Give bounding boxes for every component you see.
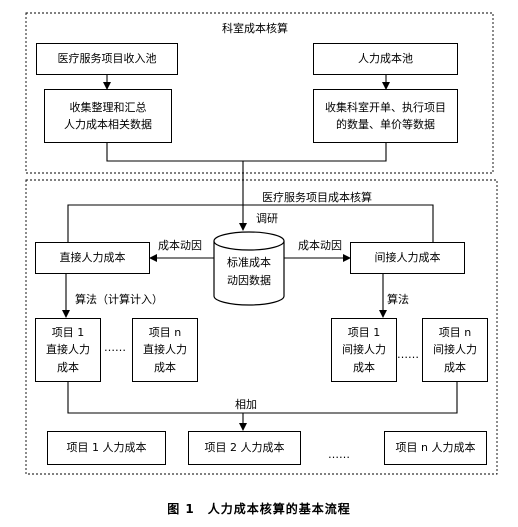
project-1-direct-line-2: 直接人力 xyxy=(46,343,90,357)
project-n-direct-line-3: 成本 xyxy=(154,360,176,374)
survey-label: 调研 xyxy=(256,212,278,225)
project-n-labor-cost-box: 项目 n 人力成本 xyxy=(384,431,487,465)
labor-pool-box: 人力成本池 xyxy=(313,43,458,75)
sum-bracket xyxy=(67,382,458,414)
indirect-cost-label: 间接人力成本 xyxy=(374,251,441,265)
project-n-direct-line-1: 项目 n xyxy=(148,326,182,340)
project-1-indirect-line-1: 项目 1 xyxy=(347,326,381,340)
dots-right: …… xyxy=(397,348,419,361)
project-section-frame xyxy=(25,179,498,475)
project-2-labor-cost-box: 项目 2 人力成本 xyxy=(188,431,301,465)
direct-cost-box: 直接人力成本 xyxy=(35,242,150,274)
project-1-indirect-cost-box: 项目 1 间接人力 成本 xyxy=(331,318,397,382)
project-n-direct-line-2: 直接人力 xyxy=(143,343,187,357)
project-1-direct-line-3: 成本 xyxy=(57,360,79,374)
algorithm-right-label: 算法 xyxy=(387,293,409,306)
revenue-pool-box: 医疗服务项目收入池 xyxy=(36,43,178,75)
project-n-indirect-line-3: 成本 xyxy=(444,360,466,374)
indirect-cost-box: 间接人力成本 xyxy=(350,242,465,274)
collect-left-line-2: 人力成本相关数据 xyxy=(64,118,152,131)
project-1-indirect-line-2: 间接人力 xyxy=(342,343,386,357)
labor-pool-label: 人力成本池 xyxy=(358,52,413,66)
collect-right-line-1: 收集科室开单、执行项目 xyxy=(325,100,446,114)
dept-section-frame xyxy=(25,12,494,174)
database-label: 标准成本 动因数据 xyxy=(214,252,284,292)
project-n-labor-cost-label: 项目 n 人力成本 xyxy=(395,441,476,455)
collect-labor-data-box: 收集整理和汇总 人力成本相关数据 xyxy=(44,89,172,143)
project-top-bracket xyxy=(67,204,434,242)
project-n-direct-cost-box: 项目 n 直接人力 成本 xyxy=(132,318,198,382)
collect-left-line-1: 收集整理和汇总 xyxy=(69,100,147,114)
database-line-2: 动因数据 xyxy=(227,274,271,287)
direct-cost-label: 直接人力成本 xyxy=(59,251,126,265)
collect-right-line-2: 的数量、单价等数据 xyxy=(336,118,435,131)
cost-driver-right-label: 成本动因 xyxy=(298,239,342,252)
dept-section-title: 科室成本核算 xyxy=(222,22,288,36)
merge-line-dept xyxy=(106,143,387,162)
project-1-labor-cost-label: 项目 1 人力成本 xyxy=(66,441,147,455)
dots-bottom: …… xyxy=(328,448,350,461)
project-section-title: 医疗服务项目成本核算 xyxy=(259,191,375,205)
database-line-1: 标准成本 xyxy=(227,256,271,270)
algorithm-left-label: 算法（计算计入） xyxy=(75,293,163,306)
project-1-direct-cost-box: 项目 1 直接人力 成本 xyxy=(35,318,101,382)
project-1-direct-line-1: 项目 1 xyxy=(51,326,85,340)
project-n-indirect-cost-box: 项目 n 间接人力 成本 xyxy=(422,318,488,382)
dots-left: …… xyxy=(104,341,126,354)
sum-label: 相加 xyxy=(235,398,257,411)
project-1-indirect-line-3: 成本 xyxy=(353,360,375,374)
collect-order-data-box: 收集科室开单、执行项目 的数量、单价等数据 xyxy=(313,89,458,143)
figure-caption: 图 1 人力成本核算的基本流程 xyxy=(167,502,351,516)
project-n-indirect-line-1: 项目 n xyxy=(438,326,472,340)
revenue-pool-label: 医疗服务项目收入池 xyxy=(57,52,157,66)
cost-driver-left-label: 成本动因 xyxy=(158,239,202,252)
project-2-labor-cost-label: 项目 2 人力成本 xyxy=(204,441,285,455)
project-n-indirect-line-2: 间接人力 xyxy=(433,343,477,357)
project-1-labor-cost-box: 项目 1 人力成本 xyxy=(47,431,166,465)
